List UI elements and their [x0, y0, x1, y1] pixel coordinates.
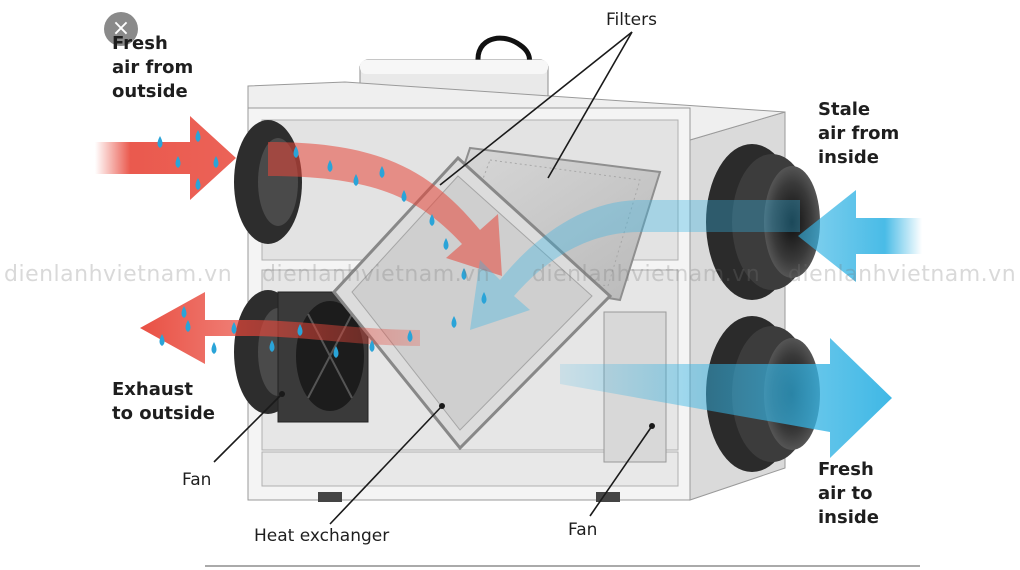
- arrow-fresh-to-inside: [560, 338, 892, 458]
- duct-upper-right: [706, 144, 820, 300]
- watermark: dienlanhvietnam.vn: [262, 262, 491, 287]
- arrow-stale-through: [470, 200, 800, 330]
- label-fan-right: Fan: [568, 520, 598, 540]
- label-stale-air-from-inside: Stale air from inside: [818, 99, 900, 168]
- watermark: dienlanhvietnam.vn: [788, 262, 1017, 287]
- arrow-exhaust-out: [140, 292, 420, 364]
- watermark: dienlanhvietnam.vn: [4, 262, 233, 287]
- label-fan-left: Fan: [182, 470, 212, 490]
- label-filters: Filters: [606, 10, 657, 30]
- label-fresh-air-from-outside: Fresh air from outside: [112, 33, 194, 102]
- close-icon[interactable]: ×: [104, 12, 138, 46]
- label-heat-exchanger: Heat exchanger: [254, 526, 390, 546]
- leader-lines: [213, 31, 653, 525]
- arrow-fresh-in: [95, 116, 236, 200]
- arrow-stale-in: [798, 190, 922, 282]
- label-exhaust-to-outside: Exhaust to outside: [112, 379, 215, 424]
- moisture-droplets: [157, 130, 487, 358]
- watermark: dienlanhvietnam.vn: [532, 262, 761, 287]
- arrow-fresh-through: [268, 142, 502, 276]
- label-fresh-air-to-inside: Fresh air to inside: [818, 459, 879, 528]
